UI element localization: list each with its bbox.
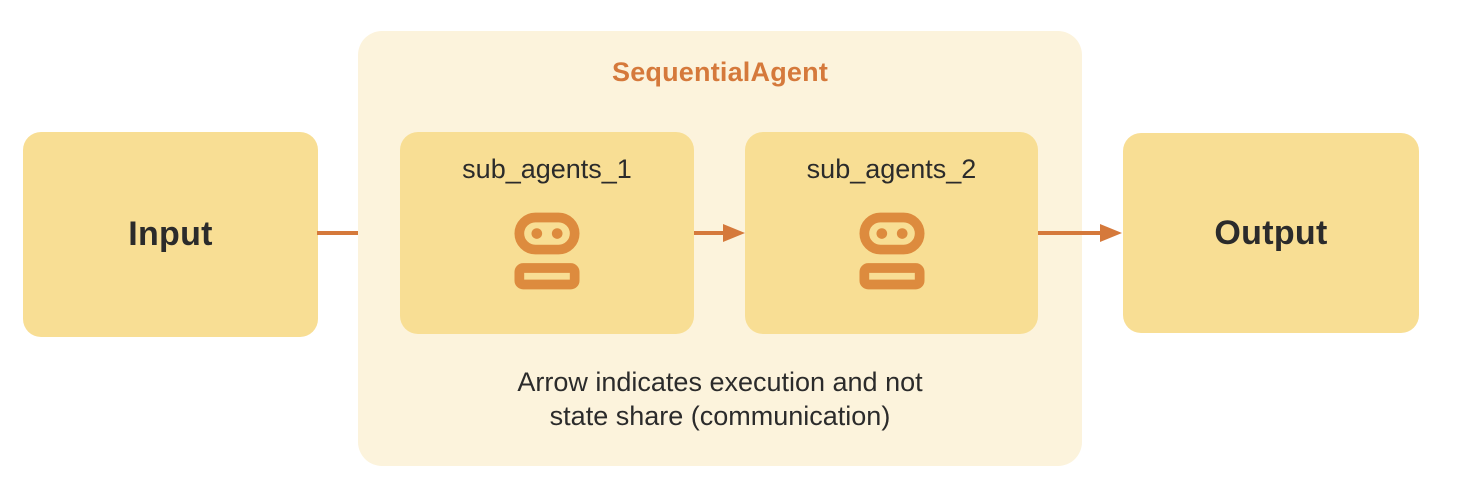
- node-sub-agents-1-label: sub_agents_1: [462, 154, 632, 184]
- robot-icon: [514, 212, 580, 290]
- node-sub-agents-2: sub_agents_2: [745, 132, 1038, 334]
- caption-line-2: state share (communication): [549, 401, 891, 431]
- sequential-agent-group: SequentialAgent sub_agents_1 sub_agents_…: [358, 31, 1082, 466]
- node-input: Input: [23, 132, 318, 337]
- robot-icon: [858, 212, 925, 290]
- arrow-sub-agents-2-to-output-icon: [1038, 224, 1122, 242]
- node-sub-agents-1: sub_agents_1: [400, 132, 694, 334]
- caption-line-1: Arrow indicates execution and not: [517, 367, 923, 397]
- node-output: Output: [1123, 133, 1419, 333]
- caption: Arrow indicates execution and not state …: [358, 365, 1082, 433]
- node-input-label: Input: [128, 215, 213, 253]
- node-output-label: Output: [1214, 213, 1328, 252]
- node-sub-agents-2-label: sub_agents_2: [806, 154, 977, 184]
- arrow-sub-agents-1-to-sub-agents-2-icon: [694, 224, 745, 242]
- group-title: SequentialAgent: [611, 57, 829, 87]
